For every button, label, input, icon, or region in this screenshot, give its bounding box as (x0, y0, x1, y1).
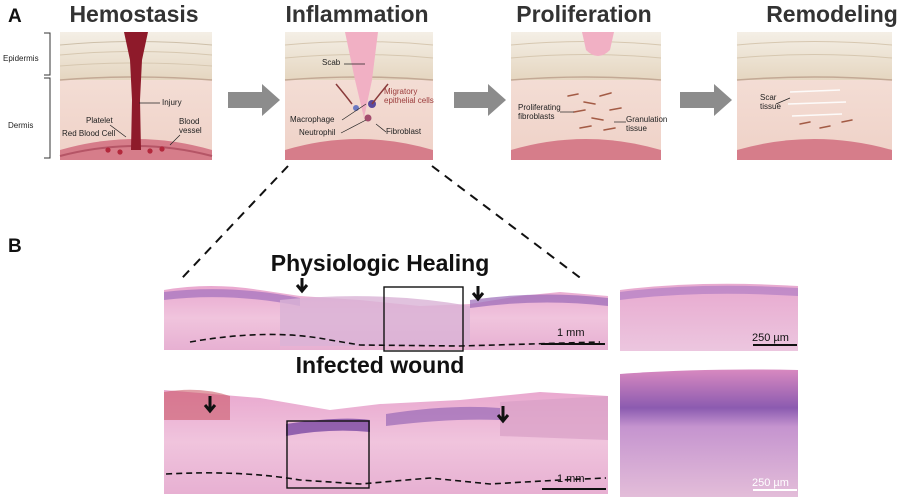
physiologic-section-image (162, 278, 610, 352)
infected-wound-title: Infected wound (295, 352, 465, 378)
infected-arrow-right (496, 406, 510, 424)
label-proliferating-fibroblasts: Proliferating fibroblasts (518, 103, 561, 121)
stage-title-hemostasis: Hemostasis (69, 1, 199, 27)
inflammation-illustration (284, 32, 434, 160)
physiologic-scale-main-label: 1 mm (557, 327, 585, 339)
label-blood-vessel: Blood vessel (179, 117, 202, 135)
label-scar-tissue: Scar tissue (760, 93, 781, 111)
label-granulation-tissue: Granulation tissue (626, 115, 668, 133)
infected-arrow-left (203, 396, 217, 414)
physiologic-zoom-image (619, 279, 801, 351)
panel-a-letter: A (8, 6, 22, 27)
layer-bracket (44, 32, 51, 159)
infected-scale-zoom-label: 250 µm (752, 477, 789, 489)
label-injury: Injury (162, 98, 182, 107)
physiologic-arrow-right (471, 286, 485, 302)
label-scab: Scab (322, 58, 341, 67)
zoom-dashed-lines (165, 165, 604, 296)
label-red-blood-cell: Red Blood Cell (62, 129, 116, 138)
physiologic-arrow-left (295, 278, 309, 294)
label-macrophage: Macrophage (290, 115, 335, 124)
stage-title-inflammation: Inflammation (285, 1, 429, 27)
infected-section-image (162, 380, 610, 496)
dermis-label: Dermis (8, 121, 34, 130)
physiologic-healing-title: Physiologic Healing (270, 250, 490, 276)
infected-scale-main-label: 1 mm (557, 473, 585, 485)
stage-title-remodeling: Remodeling (766, 1, 898, 27)
label-neutrophil: Neutrophil (299, 128, 336, 137)
panel-b-letter: B (8, 236, 22, 257)
infected-zoom-image (619, 369, 801, 497)
flow-arrow-2 (454, 84, 506, 116)
hemostasis-illustration (59, 32, 213, 160)
flow-arrow-3 (680, 84, 732, 116)
label-migratory-epithelial-cells: Migratory epithelial cells (384, 87, 434, 105)
label-fibroblast: Fibroblast (386, 127, 422, 136)
label-platelet: Platelet (86, 116, 113, 125)
remodeling-illustration (736, 32, 893, 160)
physiologic-scale-zoom-label: 250 µm (752, 332, 789, 344)
flow-arrow-1 (228, 84, 280, 116)
proliferation-illustration (510, 32, 662, 160)
epidermis-label: Epidermis (3, 54, 39, 63)
stage-title-proliferation: Proliferation (516, 1, 652, 27)
